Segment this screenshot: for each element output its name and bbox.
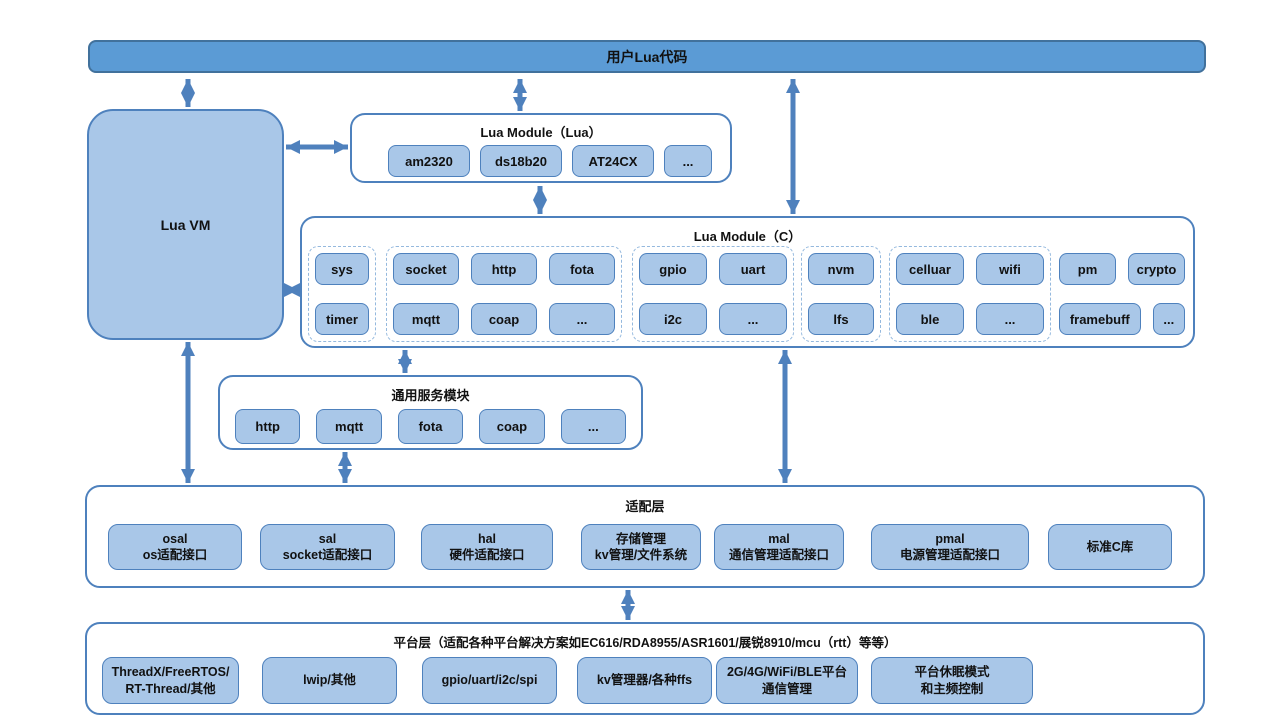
platform-box-lwip: lwip/其他: [262, 657, 397, 704]
lua-vm-box: Lua VM: [87, 109, 284, 340]
module-chip-fota: fota: [549, 253, 615, 285]
group-row: lfs: [808, 303, 874, 335]
lua-module-c-panel: Lua Module（C） sys timer socket http fota…: [300, 216, 1195, 348]
module-chip-nvm: nvm: [808, 253, 874, 285]
module-chip-more: ...: [1152, 303, 1185, 335]
platform-box-comm: 2G/4G/WiFi/BLE平台通信管理: [716, 657, 858, 704]
module-chip-ds18b20: ds18b20: [480, 145, 562, 177]
service-chip-mqtt: mqtt: [316, 409, 382, 444]
module-chip-ble: ble: [896, 303, 964, 335]
group-row: ble ...: [896, 303, 1044, 335]
group-row: sys: [315, 253, 369, 285]
module-group-storage: nvm lfs: [801, 246, 881, 342]
module-chip-more: ...: [719, 303, 787, 335]
service-chip-coap: coap: [479, 409, 545, 444]
module-chip-pm: pm: [1059, 253, 1116, 285]
module-chip-am2320: am2320: [388, 145, 470, 177]
lua-module-lua-items: am2320 ds18b20 AT24CX ...: [352, 145, 730, 177]
group-row: mqtt coap ...: [393, 303, 615, 335]
adapt-box-storage: 存储管理 kv管理/文件系统: [581, 524, 701, 570]
common-services-items: http mqtt fota coap ...: [220, 409, 641, 444]
lua-module-lua-title: Lua Module（Lua）: [480, 125, 602, 140]
module-chip-http: http: [471, 253, 537, 285]
lua-module-lua-panel: Lua Module（Lua） am2320 ds18b20 AT24CX ..…: [350, 113, 732, 183]
user-lua-code-bar: 用户Lua代码: [88, 40, 1206, 73]
platform-box-sleep: 平台休眠模式 和主频控制: [871, 657, 1033, 704]
module-chip-more: ...: [664, 145, 712, 177]
common-services-title: 通用服务模块: [391, 388, 470, 403]
group-row: framebuff ...: [1059, 303, 1185, 335]
user-lua-code-label: 用户Lua代码: [606, 48, 688, 65]
module-group-network: socket http fota mqtt coap ...: [386, 246, 622, 342]
service-chip-http: http: [235, 409, 301, 444]
module-chip-at24cx: AT24CX: [572, 145, 654, 177]
platform-box-gpio: gpio/uart/i2c/spi: [422, 657, 557, 704]
module-chip-sys: sys: [315, 253, 369, 285]
module-chip-mqtt: mqtt: [393, 303, 459, 335]
module-group-radio: celluar wifi ble ...: [889, 246, 1051, 342]
service-chip-fota: fota: [397, 409, 464, 444]
module-group-sys: sys timer: [308, 246, 376, 342]
platform-box-kv-ffs: kv管理器/各种ffs: [577, 657, 712, 704]
module-chip-wifi: wifi: [976, 253, 1044, 285]
module-chip-celluar: celluar: [896, 253, 964, 285]
adaptation-layer-title: 适配层: [625, 499, 665, 514]
module-chip-crypto: crypto: [1128, 253, 1185, 285]
adapt-box-sal: sal socket适配接口: [260, 524, 395, 570]
module-chip-more: ...: [976, 303, 1044, 335]
group-row: socket http fota: [393, 253, 615, 285]
adapt-box-osal: osal os适配接口: [108, 524, 242, 570]
lua-module-c-title: Lua Module（C）: [693, 229, 802, 244]
group-row: celluar wifi: [896, 253, 1044, 285]
group-row: timer: [315, 303, 369, 335]
adaptation-layer-panel: 适配层 osal os适配接口 sal socket适配接口 hal 硬件适配接…: [85, 485, 1205, 588]
module-chip-timer: timer: [315, 303, 369, 335]
common-services-panel: 通用服务模块 http mqtt fota coap ...: [218, 375, 643, 450]
platform-layer-panel: 平台层（适配各种平台解决方案如EC616/RDA8955/ASR1601/展锐8…: [85, 622, 1205, 715]
adapt-box-mal: mal 通信管理适配接口: [714, 524, 844, 570]
module-chip-uart: uart: [719, 253, 787, 285]
module-chip-socket: socket: [393, 253, 459, 285]
group-row: gpio uart: [639, 253, 787, 285]
module-group-peripheral: gpio uart i2c ...: [632, 246, 794, 342]
module-chip-framebuff: framebuff: [1059, 303, 1141, 335]
service-chip-more: ...: [560, 409, 627, 444]
module-chip-coap: coap: [471, 303, 537, 335]
module-chip-i2c: i2c: [639, 303, 707, 335]
module-chip-gpio: gpio: [639, 253, 707, 285]
adapt-box-std-c-lib: 标准C库: [1048, 524, 1172, 570]
platform-layer-title: 平台层（适配各种平台解决方案如EC616/RDA8955/ASR1601/展锐8…: [393, 636, 897, 650]
adapt-box-pmal: pmal 电源管理适配接口: [871, 524, 1029, 570]
adapt-box-hal: hal 硬件适配接口: [421, 524, 553, 570]
group-row: pm crypto: [1059, 253, 1185, 285]
module-chip-lfs: lfs: [808, 303, 874, 335]
group-row: nvm: [808, 253, 874, 285]
platform-box-rtos: ThreadX/FreeRTOS/RT-Thread/其他: [102, 657, 239, 704]
module-group-misc: pm crypto framebuff ...: [1052, 246, 1192, 342]
module-chip-more: ...: [549, 303, 615, 335]
group-row: i2c ...: [639, 303, 787, 335]
lua-vm-label: Lua VM: [160, 216, 211, 233]
